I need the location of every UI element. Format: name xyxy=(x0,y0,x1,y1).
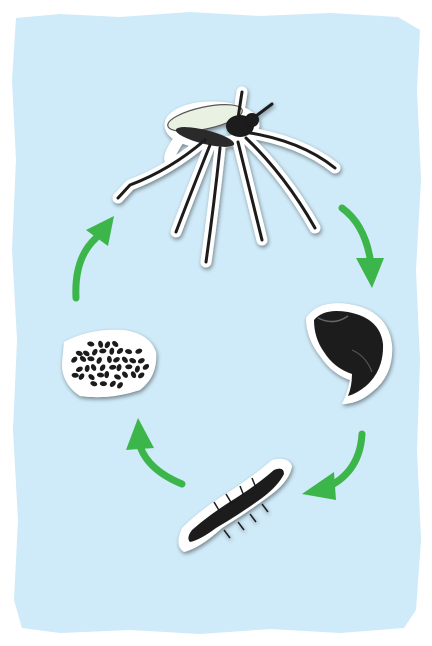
eggs-icon xyxy=(62,330,156,397)
